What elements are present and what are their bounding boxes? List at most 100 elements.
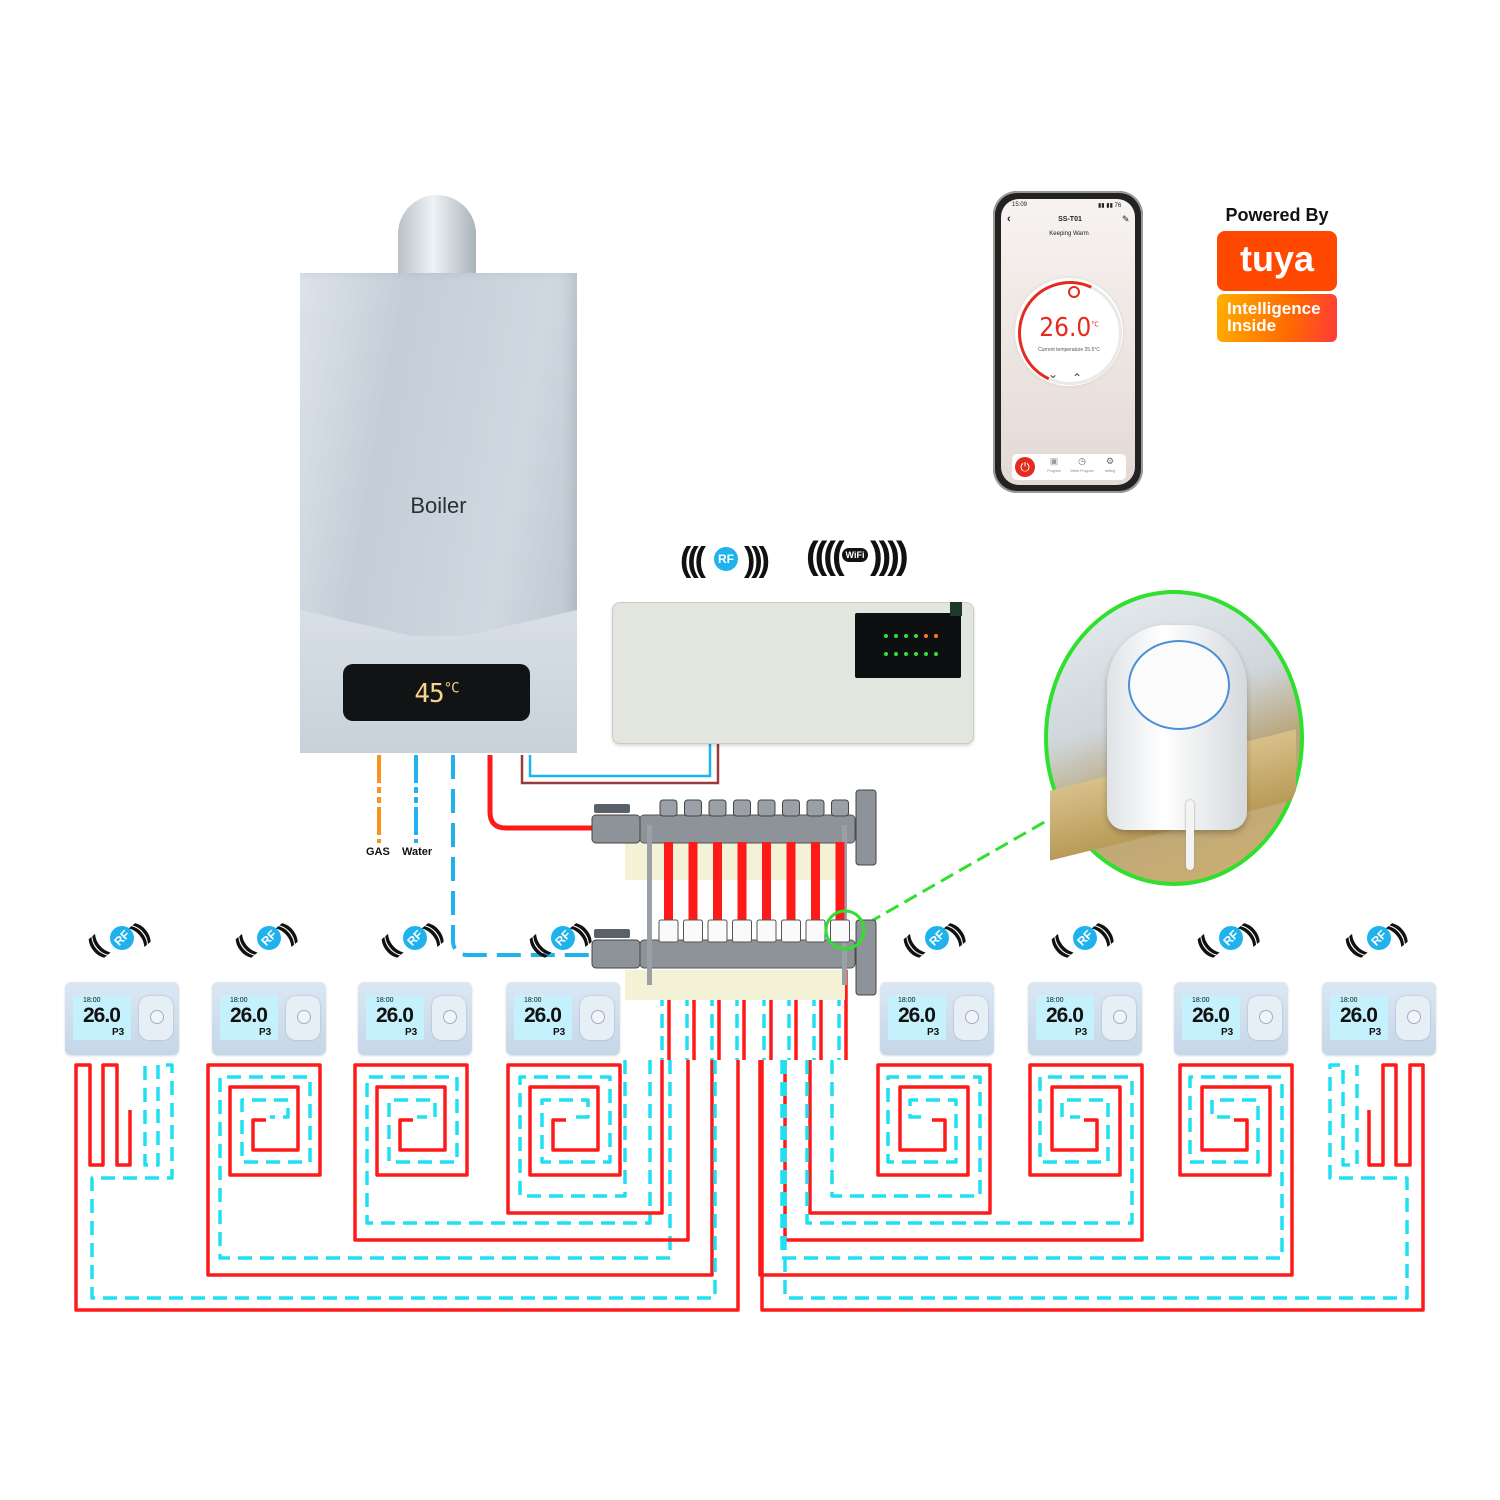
return-loop (783, 1060, 1409, 1300)
thermostat-temperature: 26.0 (1340, 1004, 1378, 1027)
return-loop (518, 1060, 627, 1198)
program-icon[interactable]: ▣ (1049, 456, 1059, 466)
thermostat-program-number: 3 (1081, 1027, 1088, 1038)
thermostat-center-button[interactable] (443, 1010, 457, 1024)
thermostat-center-button[interactable] (297, 1010, 311, 1024)
room-thermostat[interactable]: 18:00 26.0 P3 (65, 982, 179, 1055)
thermostat-lcd (73, 995, 131, 1040)
room-thermostat[interactable]: 18:00 26.0 P3 (1174, 982, 1288, 1055)
flow-meter-knob[interactable] (708, 799, 727, 817)
thermostat-program-number: 3 (1375, 1027, 1382, 1038)
flow-meter-knob[interactable] (684, 799, 702, 817)
room-thermostat[interactable]: 18:00 26.0 P3 (506, 982, 620, 1055)
room-thermostat[interactable]: 18:00 26.0 P3 (358, 982, 472, 1055)
flow-indicator-tube (786, 842, 796, 922)
manifold-frame-left (647, 825, 652, 985)
thermostat-time: 18:00 (1192, 997, 1210, 1004)
phone-up-button[interactable]: ⌃ (1072, 371, 1083, 385)
tab-setting-label[interactable]: setting (1104, 469, 1116, 473)
rf-waves-right-icon: ))) (744, 541, 770, 579)
controller-status-led (884, 652, 888, 656)
flow-meter-knob[interactable] (782, 799, 800, 817)
thermostat-time: 18:00 (1046, 997, 1064, 1004)
thermostat-program-number: 3 (1227, 1027, 1234, 1038)
thermostat-center-button[interactable] (150, 1010, 164, 1024)
thermostat-program: P3 (927, 1027, 940, 1038)
controller-status-led (924, 634, 928, 638)
controller-wire-brown (520, 742, 720, 785)
tuya-tagline-line-1: Intelligence (1227, 299, 1321, 318)
tab-week-program-label[interactable]: Week Program (1070, 469, 1094, 473)
supply-loop (74, 1060, 740, 1312)
phone-current-temperature: Current temperature 25.5°C (1038, 347, 1100, 353)
valve-actuator[interactable] (683, 919, 703, 943)
room-thermostat[interactable]: 18:00 26.0 P3 (880, 982, 994, 1055)
boiler-display (343, 664, 530, 721)
thermostat-program-number: 3 (265, 1027, 272, 1038)
flow-indicator-tube (713, 842, 722, 922)
phone-edit-button[interactable]: ✎ (1122, 214, 1130, 224)
supply-loop (808, 1060, 992, 1215)
valve-actuator[interactable] (781, 919, 801, 943)
phone-dial-handle[interactable] (1068, 286, 1080, 298)
valve-actuator[interactable] (830, 919, 850, 943)
supply-ball-valve[interactable] (591, 814, 641, 844)
phone-back-button[interactable]: ‹ (1007, 213, 1011, 225)
controller-status-led (894, 634, 898, 638)
detail-link-line (867, 810, 1063, 925)
flow-meter-knob[interactable] (831, 799, 849, 817)
flow-indicator-tube (835, 842, 845, 922)
thermostat-center-button[interactable] (1259, 1010, 1273, 1024)
highlighted-actuator-ring (824, 909, 866, 951)
thermostat-center-button[interactable] (965, 1010, 979, 1024)
thermostat-lcd (366, 995, 424, 1040)
tab-program-label[interactable]: Program (1047, 469, 1061, 473)
thermostat-temperature: 26.0 (376, 1004, 414, 1027)
controller-status-led (924, 652, 928, 656)
valve-actuator[interactable] (756, 919, 777, 943)
boiler-label: Boiler (410, 493, 467, 518)
valve-actuator[interactable] (732, 919, 752, 943)
phone-setpoint-unit: °C (1091, 320, 1099, 329)
flow-indicator-tube (762, 842, 771, 922)
flow-meter-knob[interactable] (659, 799, 678, 817)
valve-actuator[interactable] (658, 919, 679, 943)
room-thermostat[interactable]: 18:00 26.0 P3 (1028, 982, 1142, 1055)
thermostat-center-button[interactable] (1113, 1010, 1127, 1024)
phone-setpoint-value: 26.0 (1039, 313, 1092, 343)
tuya-tagline: Intelligence Inside (1217, 294, 1337, 342)
room-thermostat[interactable]: 18:00 26.0 P3 (1322, 982, 1436, 1055)
controller-status-led (884, 634, 888, 638)
thermostat-center-button[interactable] (591, 1010, 605, 1024)
week-program-icon[interactable]: ◷ (1078, 456, 1086, 466)
flow-meter-knob[interactable] (733, 799, 751, 817)
thermostat-time: 18:00 (898, 997, 916, 1004)
controller-status-led (894, 652, 898, 656)
thermostat-program: P3 (1369, 1027, 1382, 1038)
flow-meter-knob[interactable] (806, 799, 825, 817)
thermostat-program-number: 3 (559, 1027, 566, 1038)
return-valve-handle[interactable] (594, 929, 630, 938)
supply-valve-handle[interactable] (594, 804, 630, 813)
return-loop (805, 1060, 1134, 1225)
supply-loop (783, 1060, 1144, 1242)
phone-down-button[interactable]: ⌄ (1048, 367, 1059, 381)
controller-antenna (950, 602, 962, 616)
thermostat-program-number: 3 (933, 1027, 940, 1038)
tuya-powered-by: Powered By (1225, 205, 1329, 225)
valve-actuator[interactable] (707, 919, 728, 943)
controller-status-led (904, 652, 908, 656)
return-ball-valve[interactable] (591, 939, 641, 969)
supply-loop (758, 1060, 1294, 1277)
actuator-cap (1128, 640, 1230, 730)
thermostat-center-button[interactable] (1407, 1010, 1421, 1024)
thermostat-temperature: 26.0 (1192, 1004, 1230, 1027)
thermostat-temperature: 26.0 (898, 1004, 936, 1027)
power-icon[interactable]: ⏻ (1015, 457, 1035, 477)
room-thermostat[interactable]: 18:00 26.0 P3 (212, 982, 326, 1055)
valve-actuator[interactable] (805, 919, 826, 943)
rf-waves-left-icon: ((( (680, 541, 706, 579)
settings-icon[interactable]: ⚙ (1105, 456, 1115, 466)
thermostat-lcd (1330, 995, 1388, 1040)
flow-meter-knob[interactable] (757, 799, 776, 817)
